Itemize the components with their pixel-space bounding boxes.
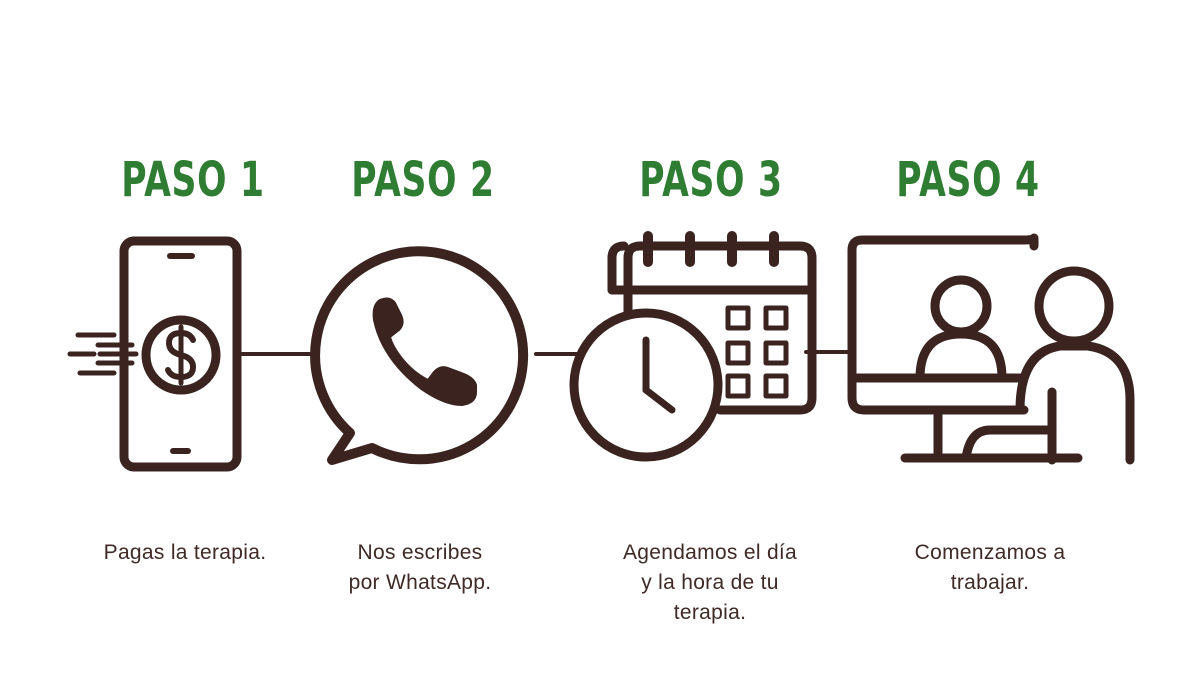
whatsapp-icon	[310, 246, 529, 465]
calendar-clock-icon	[569, 231, 817, 462]
phone-payment-icon	[67, 236, 242, 472]
step-1-title: PASO 1	[121, 152, 265, 208]
step-3-description: Agendamos el día y la hora de tu terapia…	[622, 541, 798, 624]
step-4-description: Comenzamos a trabajar.	[914, 541, 1066, 594]
step-2-description: Nos escribes por WhatsApp.	[348, 541, 492, 594]
video-session-icon	[847, 233, 1135, 465]
connector-lines	[238, 350, 854, 356]
step-2-title: PASO 2	[351, 152, 495, 208]
step-1-description: Pagas la terapia.	[103, 541, 267, 564]
step-4-title: PASO 4	[896, 152, 1040, 208]
step-3-title: PASO 3	[639, 152, 783, 208]
